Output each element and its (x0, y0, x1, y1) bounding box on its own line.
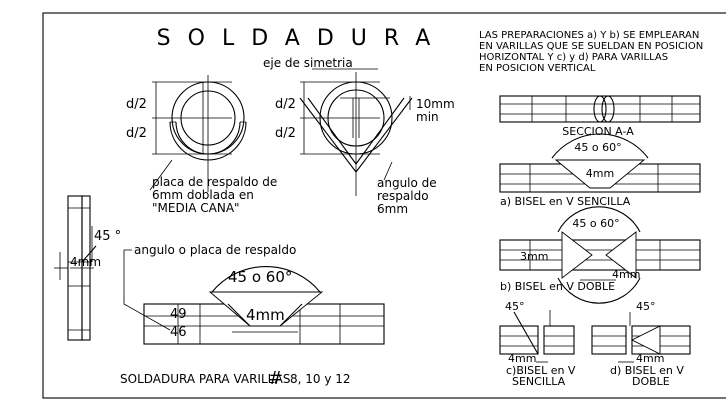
dim-half-bottom-left: d/2 (126, 126, 147, 141)
figure-half-pipe-backing (149, 75, 247, 192)
bevel-range: 45 o 60° (228, 268, 292, 286)
c-angle: 45° (505, 300, 525, 313)
plate-note: placa de respaldo de 6mm doblada en "MED… (152, 175, 277, 215)
caption-sizes: 8, 10 y 12 (290, 372, 351, 386)
a-gap: 4mm (586, 167, 614, 180)
angle-note-line: respaldo (377, 189, 429, 203)
vertical-side-gap: 4mm (70, 255, 101, 269)
plate-note-line: placa de respaldo de (152, 175, 277, 189)
notes-line: HORIZONTAL Y c) y d) PARA VARILLAS (479, 52, 668, 63)
symmetry-axis-label: eje de simetria (263, 56, 353, 70)
detail-d-double-bevel (591, 312, 691, 363)
d-caption-line: d) BISEL en V (610, 364, 684, 377)
angle-note-line: 6mm (377, 202, 408, 216)
caption-text: SOLDADURA PARA VARILLAS (120, 372, 290, 386)
bar-mark-bottom: 46 (170, 325, 187, 340)
section-aa-detail (499, 95, 701, 123)
dim-half-bottom-mid: d/2 (275, 126, 296, 141)
gap-label-line2: min (416, 110, 439, 124)
vertical-angle-label: 45 ° (94, 229, 121, 244)
detail-a-single-v (499, 133, 701, 193)
c-caption-line: c)BISEL en V (506, 364, 576, 377)
backing-label: angulo o placa de respaldo (134, 243, 296, 257)
b-angle: 45 o 60° (572, 217, 619, 230)
angle-note: angulo de respaldo 6mm (377, 176, 437, 216)
detail-b-double-v (499, 206, 701, 304)
root-gap: 4mm (246, 306, 285, 324)
figure-angle-backing (299, 72, 413, 196)
plate-note-line: "MEDIA CANA" (152, 201, 240, 215)
section-label: SECCION A-A (562, 125, 634, 138)
gap-label-line1: 10mm (416, 97, 455, 111)
bottom-caption: SOLDADURA PARA VARILLAS # 8, 10 y 12 (120, 368, 351, 389)
c-gap: 4mm (508, 352, 536, 365)
vertical-bar-detail (54, 195, 97, 341)
plate-note-line: 6mm doblada en (152, 188, 254, 202)
c-caption-line: SENCILLA (512, 375, 566, 388)
angle-note-line: angulo de (377, 176, 437, 190)
d-caption-line: DOBLE (632, 375, 670, 388)
backing-leader (123, 249, 171, 331)
bar-mark-top: 49 (170, 307, 187, 322)
drawing-frame (42, 12, 726, 399)
caption-symbol: # (268, 368, 283, 389)
a-angle: 45 o 60° (574, 141, 621, 154)
dim-half-top-left: d/2 (126, 97, 147, 112)
notes-line: EN POSICION VERTICAL (479, 63, 596, 74)
horizontal-bar-detail (143, 265, 385, 345)
position-notes: LAS PREPARACIONES a) Y b) SE EMPLEARAN E… (479, 30, 703, 74)
a-caption: a) BISEL en V SENCILLA (500, 195, 631, 208)
b-gap: 4mm (612, 268, 640, 281)
drawing-title: SOLDADURA (157, 26, 448, 51)
notes-line: LAS PREPARACIONES a) Y b) SE EMPLEARAN (479, 30, 699, 41)
b-caption: b) BISEL en V DOBLE (500, 280, 615, 293)
d-gap: 4mm (636, 352, 664, 365)
dim-half-top-mid: d/2 (275, 97, 296, 112)
d-angle: 45° (636, 300, 656, 313)
notes-line: EN VARILLAS QUE SE SUELDAN EN POSICION (479, 41, 703, 52)
b-side: 3mm (520, 250, 548, 263)
detail-c-single-bevel (499, 310, 575, 363)
